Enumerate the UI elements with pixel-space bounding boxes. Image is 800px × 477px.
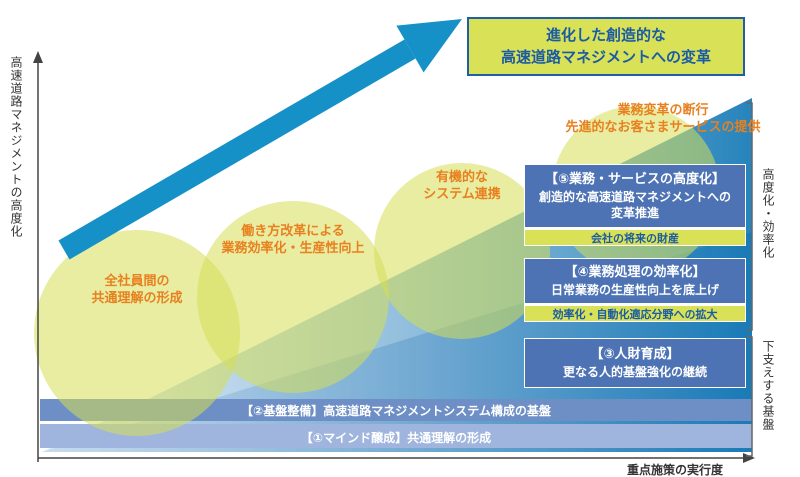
foundation-band-2-shape	[40, 399, 752, 421]
bubble-label-2-line1: 働き方改革による	[241, 224, 345, 239]
foundation-band-1-label: 【①マインド醸成】共通理解の形成	[300, 431, 492, 445]
bubble-label-3-line2: システム連携	[423, 186, 501, 202]
goal-box-line1: 進化した創造的な	[545, 25, 666, 44]
bubble-label-2-line2: 業務効率化・生産性向上	[221, 240, 365, 256]
step-4-tag: 効率化・自動化適応分野への拡大	[524, 304, 746, 322]
y-axis-arrowhead-icon	[33, 51, 43, 63]
side-label-lower: 下支えする基盤	[761, 340, 775, 431]
x-axis-label: 重点施策の実行度	[626, 463, 723, 477]
bubble-label-3: 有機的な システム連携	[362, 170, 562, 204]
bubble-label-4-line2: 先進的なお客さまサービスの提供	[565, 119, 761, 135]
bracket-upper-icon	[746, 102, 753, 331]
step-box-4: 【④業務処理の効率化】 日常業務の生産性向上を底上げ	[524, 258, 746, 304]
bubble-circle-3	[374, 163, 550, 339]
goal-box: 進化した創造的な 高速道路マネジメントへの変革	[467, 17, 745, 76]
side-label-upper: 高度化・効率化	[761, 168, 775, 259]
step-5-tag: 会社の将来の財産	[524, 228, 746, 246]
bubble-circle-2	[197, 201, 389, 393]
step-5-body2: 変革推進	[610, 205, 659, 220]
step-3-body1: 更なる人的基盤強化の継続	[562, 364, 707, 379]
bubble-circle-1	[34, 230, 240, 436]
step-4-body1: 日常業務の生産性向上を底上げ	[550, 282, 719, 297]
step-box-5: 【⑤業務・サービスの高度化】 創造的な高速道路マネジメントへの 変革推進	[524, 164, 746, 228]
step-5-body1: 創造的な高速道路マネジメントへの	[538, 189, 731, 204]
step-box-3: 【③人財育成】 更なる人的基盤強化の継続	[524, 338, 746, 388]
bubble-label-1-line2: 共通理解の形成	[91, 290, 183, 306]
bubble-label-1: 全社員間の 共通理解の形成	[37, 274, 237, 308]
bubble-label-1-line1: 全社員間の	[104, 274, 170, 289]
bubble-label-2: 働き方改革による 業務効率化・生産性向上	[183, 224, 403, 258]
step-5-heading: 【⑤業務・サービスの高度化】	[544, 172, 725, 188]
bubble-label-3-line1: 有機的な	[435, 170, 488, 185]
goal-box-line2: 高速道路マネジメントへの変革	[500, 47, 711, 66]
step-4-heading: 【④業務処理の効率化】	[564, 265, 706, 281]
step-3-heading: 【③人財育成】	[590, 347, 680, 363]
growth-arrow-shaft	[58, 39, 416, 260]
bracket-lower-icon	[746, 336, 753, 457]
bubble-label-4: 業務変革の断行 先進的なお客さまサービスの提供	[538, 103, 788, 137]
y-axis-label: 高速道路マネジメントの高度化	[9, 56, 23, 238]
foundation-band-2-label: 【②基盤整備】高速道路マネジメントシステム構成の基盤	[241, 404, 551, 418]
growth-arrow-head	[396, 19, 462, 73]
bubble-label-4-line1: 業務変革の断行	[617, 103, 709, 118]
